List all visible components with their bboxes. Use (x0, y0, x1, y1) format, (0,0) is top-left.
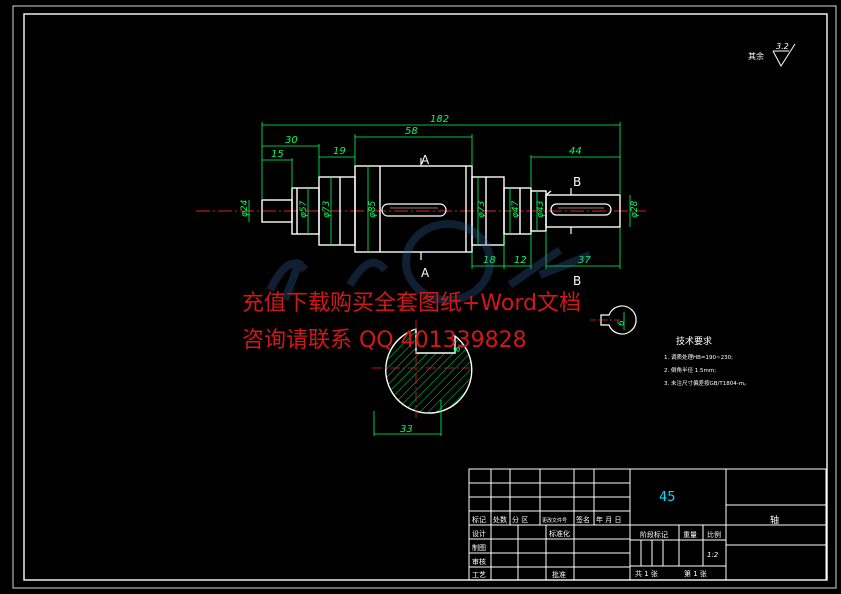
svg-text:年 月 日: 年 月 日 (596, 515, 621, 524)
part-name: 轴 (770, 514, 779, 526)
svg-text:标记: 标记 (472, 515, 486, 524)
svg-text:18: 18 (483, 255, 496, 266)
surface-finish-symbol: 其余 3.2 (748, 42, 796, 67)
svg-text:处数: 处数 (493, 515, 507, 524)
svg-text:2. 倒角半径 1.5mm;: 2. 倒角半径 1.5mm; (664, 366, 716, 374)
svg-text:37: 37 (578, 255, 591, 266)
tech-requirements: 技术要求 1. 调质处理HB=190~230; 2. 倒角半径 1.5mm; 3… (664, 335, 750, 387)
inner-border (23, 13, 828, 581)
svg-text:15: 15 (271, 149, 284, 160)
svg-text:制图: 制图 (472, 543, 486, 552)
svg-text:技术要求: 技术要求 (676, 335, 712, 347)
outer-border (12, 5, 837, 589)
svg-text:设计: 设计 (472, 529, 486, 538)
svg-text:第 1 张: 第 1 张 (684, 569, 707, 578)
svg-text:8: 8 (453, 346, 463, 352)
title-block (468, 468, 827, 581)
surface-finish-label: 其余 (748, 51, 764, 61)
svg-text:φ57: φ57 (299, 200, 309, 218)
section-view-a (372, 320, 473, 436)
keyway-b (550, 203, 612, 216)
svg-text:标准化: 标准化 (549, 529, 570, 538)
svg-text:1. 调质处理HB=190~230;: 1. 调质处理HB=190~230; (664, 353, 733, 361)
svg-text:φ73: φ73 (322, 200, 332, 218)
svg-text:φ24: φ24 (240, 199, 250, 217)
svg-text:批准: 批准 (552, 570, 566, 579)
svg-text:φ43: φ43 (536, 200, 546, 218)
svg-text:33: 33 (400, 424, 413, 435)
svg-text:12: 12 (514, 255, 527, 266)
svg-text:工艺: 工艺 (472, 571, 486, 579)
keyway-a (381, 203, 447, 217)
section-b-bottom: B (573, 274, 581, 288)
svg-text:阶段标记: 阶段标记 (640, 530, 668, 539)
svg-text:分 区: 分 区 (512, 515, 528, 524)
svg-text:1:2: 1:2 (707, 551, 719, 559)
title-block-text: 45 轴 标记 处数 分 区 更改文件号 签名 年 月 日 设计 制图 审核 工… (472, 490, 779, 579)
svg-text:重量: 重量 (683, 531, 697, 539)
svg-text:φ47: φ47 (511, 200, 521, 218)
svg-text:审核: 审核 (472, 557, 486, 566)
section-b-top: B (573, 175, 581, 189)
watermark-line-1: 充值下载购买全套图纸+Word文档 (242, 291, 581, 316)
svg-text:φ28: φ28 (630, 200, 640, 218)
section-marks (420, 158, 572, 260)
watermark-line-2: 咨询请联系 QQ 401339828 (242, 328, 527, 353)
section-a-top: A (421, 153, 430, 167)
material-text: 45 (659, 490, 676, 505)
svg-text:共 1 张: 共 1 张 (635, 569, 658, 578)
svg-text:58: 58 (405, 126, 418, 137)
svg-text:比例: 比例 (707, 530, 721, 539)
svg-text:签名: 签名 (576, 515, 590, 524)
dimension-texts: 182 30 15 19 58 44 18 12 37 33 (271, 114, 591, 435)
dimension-lines (248, 122, 631, 269)
section-view-b: 6 8 (453, 305, 637, 352)
surface-finish-value: 3.2 (776, 42, 789, 51)
svg-text:44: 44 (569, 146, 582, 157)
svg-text:6: 6 (617, 320, 627, 326)
svg-text:19: 19 (333, 146, 346, 157)
svg-text:30: 30 (285, 135, 298, 146)
svg-text:182: 182 (430, 114, 449, 125)
svg-text:3. 未注尺寸偏差按GB/T1804-m。: 3. 未注尺寸偏差按GB/T1804-m。 (664, 379, 750, 387)
shaft-outline (261, 165, 621, 253)
section-a-bottom: A (421, 266, 430, 280)
diameter-texts: φ24 φ57 φ73 φ85 φ73 φ47 φ43 φ28 (240, 199, 640, 218)
svg-text:更改文件号: 更改文件号 (542, 517, 567, 524)
logo-watermark (266, 220, 592, 304)
svg-text:φ73: φ73 (477, 200, 487, 218)
svg-text:φ85: φ85 (368, 200, 378, 218)
